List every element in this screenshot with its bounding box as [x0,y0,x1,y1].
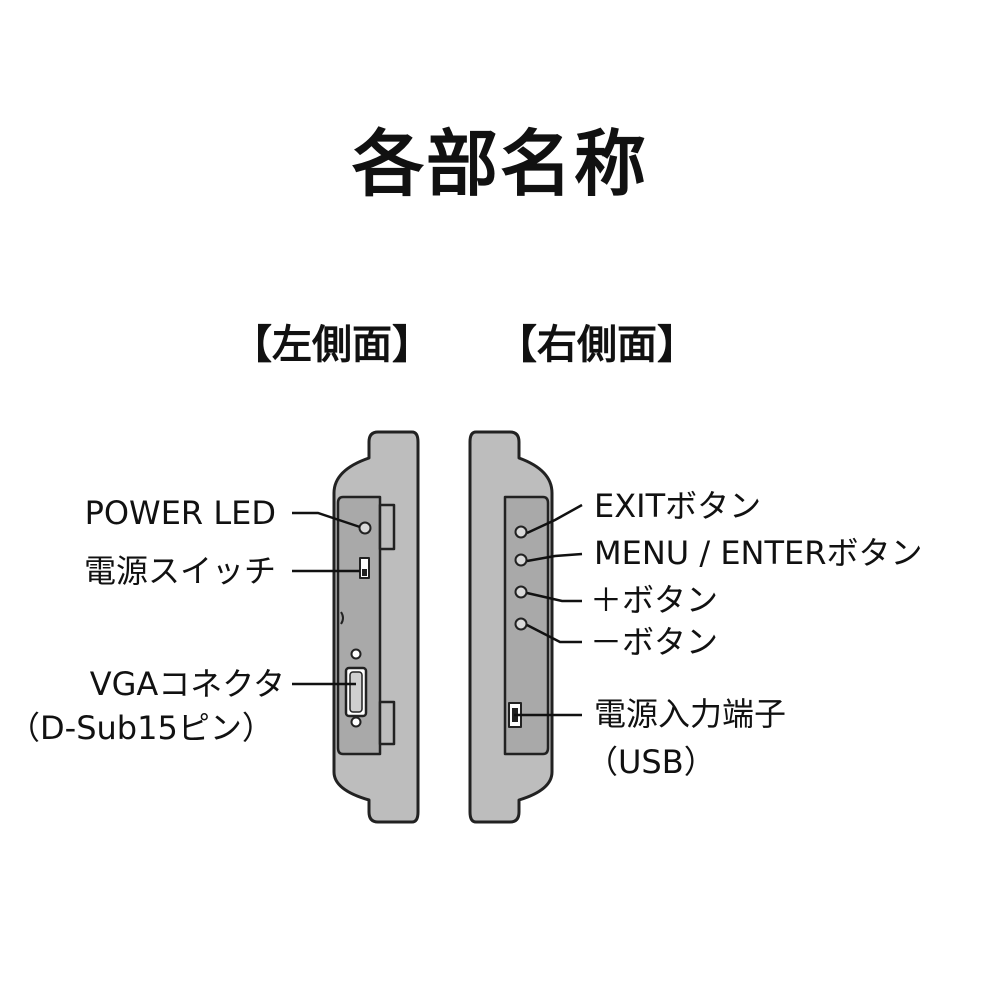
menu-enter-button-icon [514,553,528,567]
right-side-heading: 【右側面】 [497,322,697,368]
power-led-label: POWER LED [84,494,276,532]
usb-label: （USB） [586,743,716,781]
power-led-icon [358,521,372,535]
power-switch-label: 電源スイッチ [83,552,276,590]
left-side-device [332,430,420,824]
menu-enter-button-label: MENU / ENTERボタン [594,534,923,572]
minus-button-label: －ボタン [590,623,719,661]
exit-button-icon [514,525,528,539]
power-switch-icon [359,557,370,579]
right-side-device [468,430,554,824]
plus-button-icon [514,585,528,599]
vga-connector-label: VGAコネクタ [89,665,285,703]
exit-button-label: EXITボタン [594,487,762,525]
minus-button-icon [514,617,528,631]
leader-lines [292,503,583,717]
page-title: 各部名称 [351,122,648,206]
plus-button-label: ＋ボタン [590,581,719,619]
left-side-heading: 【左側面】 [232,322,432,368]
power-input-label: 電源入力端子 [594,695,787,733]
vga-connector-pins-label: （D-Sub15ピン） [8,709,274,747]
